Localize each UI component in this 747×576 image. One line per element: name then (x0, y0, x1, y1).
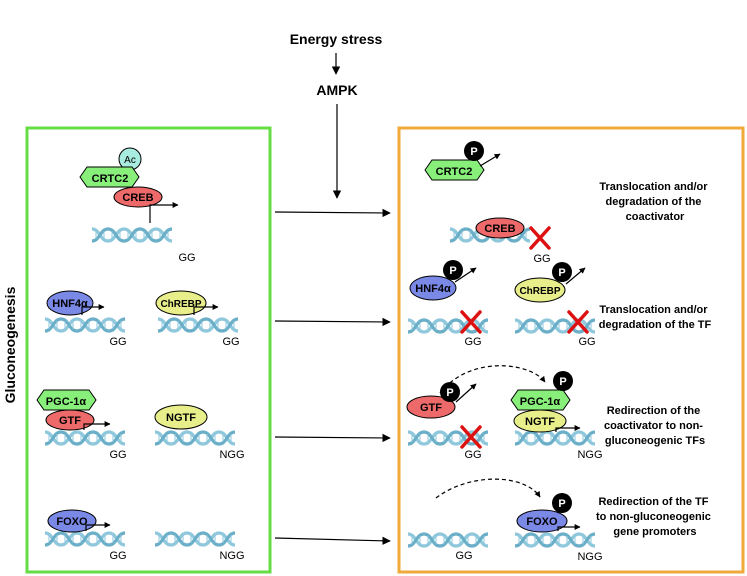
p-label: P (559, 376, 566, 388)
right-panel (397, 126, 745, 574)
phosphate-group (440, 382, 460, 402)
chrebp-label: ChREBP (519, 286, 560, 297)
dna-helix (43, 430, 127, 446)
row1-arrow (274, 208, 391, 218)
phosphate-group (443, 260, 463, 280)
gene-label: NGG (577, 449, 602, 461)
row3-arrow (274, 433, 391, 443)
phosphate-group (552, 262, 572, 282)
dna-helix (43, 531, 127, 547)
chrebp-label: ChREBP (160, 299, 201, 310)
foxo-label: FOXO (56, 516, 88, 528)
row3-description: Redirection of the coactivator to non- g… (604, 405, 706, 447)
gene-label: GG (533, 253, 550, 265)
hnf4-protein (409, 275, 457, 301)
p-label: P (446, 387, 453, 399)
transcription-arrow (555, 425, 581, 432)
dna-helix (156, 317, 240, 333)
dna-helix (43, 317, 127, 333)
gene-label: GG (178, 252, 195, 264)
ngtf-label: NGTF (525, 416, 555, 428)
transcription-arrow (193, 304, 219, 315)
chrebp-protein (514, 277, 566, 303)
translocation-arrow (479, 153, 501, 167)
gene-label: GG (464, 449, 481, 461)
foxo-label: FOXO (526, 516, 558, 528)
transcription-arrow (85, 522, 111, 531)
creb-protein (113, 186, 163, 208)
row1-description: Translocation and/or degradation of the … (599, 181, 710, 223)
foxo-protein (516, 509, 568, 533)
translocation-arrow (565, 267, 586, 285)
p-label: P (558, 267, 565, 279)
crtc2-protein (79, 166, 140, 188)
gtf-label: GTF (59, 415, 81, 427)
dna-helix (513, 430, 597, 446)
redirection-dashed-arrow (435, 478, 541, 499)
hnf4-label: HNF4α (52, 298, 88, 310)
gtf-label: GTF (420, 402, 442, 414)
pgc1a-protein (36, 389, 97, 411)
creb-label: CREB (484, 223, 515, 235)
phosphate-group (464, 141, 484, 161)
pgc1a-label: PGC-1α (520, 396, 561, 408)
ngtf-label: NGTF (166, 412, 196, 424)
row4-description: Redirection of the TF to non-gluconeogen… (596, 496, 714, 538)
creb-protein (475, 217, 525, 239)
dna-helix (513, 532, 597, 548)
translocation-arrow (454, 267, 477, 283)
row2-arrow (274, 317, 391, 327)
phosphate-group (553, 371, 573, 391)
transcription-arrow (149, 202, 179, 223)
crtc2-label: CRTC2 (436, 166, 473, 178)
gene-label: GG (578, 336, 595, 348)
energy-stress-label: Energy stress (290, 31, 383, 47)
gluconeogenesis-label: Gluconeogenesis (2, 286, 18, 403)
blocked-x-icon (529, 226, 551, 250)
row2-description: Translocation and/or degradation of the … (599, 304, 712, 331)
gene-label: GG (222, 336, 239, 348)
p-label: P (470, 146, 477, 158)
gtf-protein (406, 395, 456, 419)
gene-label: GG (109, 336, 126, 348)
gene-label: GG (109, 550, 126, 562)
transcription-arrow (81, 304, 105, 315)
gtf-protein (45, 409, 95, 431)
gene-label: GG (455, 550, 472, 562)
ngtf-protein (154, 404, 208, 430)
pgc1a-protein (510, 389, 571, 411)
phosphate-group (552, 493, 572, 513)
transcription-arrow (83, 421, 111, 430)
gene-label: NGG (577, 551, 602, 563)
transcription-arrow (557, 524, 581, 531)
translocation-arrow (455, 383, 477, 403)
left-panel (25, 126, 272, 574)
dna-helix (406, 532, 490, 548)
hnf4-label: HNF4α (415, 283, 451, 295)
gene-label: GG (464, 336, 481, 348)
ac-label: Ac (124, 155, 136, 166)
pgc1a-label: PGC-1α (46, 396, 87, 408)
foxo-protein (47, 509, 97, 533)
dna-helix (153, 531, 237, 547)
row4-arrow (274, 536, 391, 546)
gene-label: NGG (219, 449, 244, 461)
gene-label: NGG (219, 550, 244, 562)
creb-label: CREB (122, 192, 153, 204)
dna-helix (153, 430, 237, 446)
crtc2-protein (424, 159, 485, 181)
p-label: P (449, 265, 456, 277)
p-label: P (558, 498, 565, 510)
ngtf-protein (513, 409, 567, 433)
ampk-label: AMPK (316, 82, 357, 98)
gene-label: GG (109, 449, 126, 461)
crtc2-label: CRTC2 (92, 173, 129, 185)
dna-helix (90, 227, 174, 243)
